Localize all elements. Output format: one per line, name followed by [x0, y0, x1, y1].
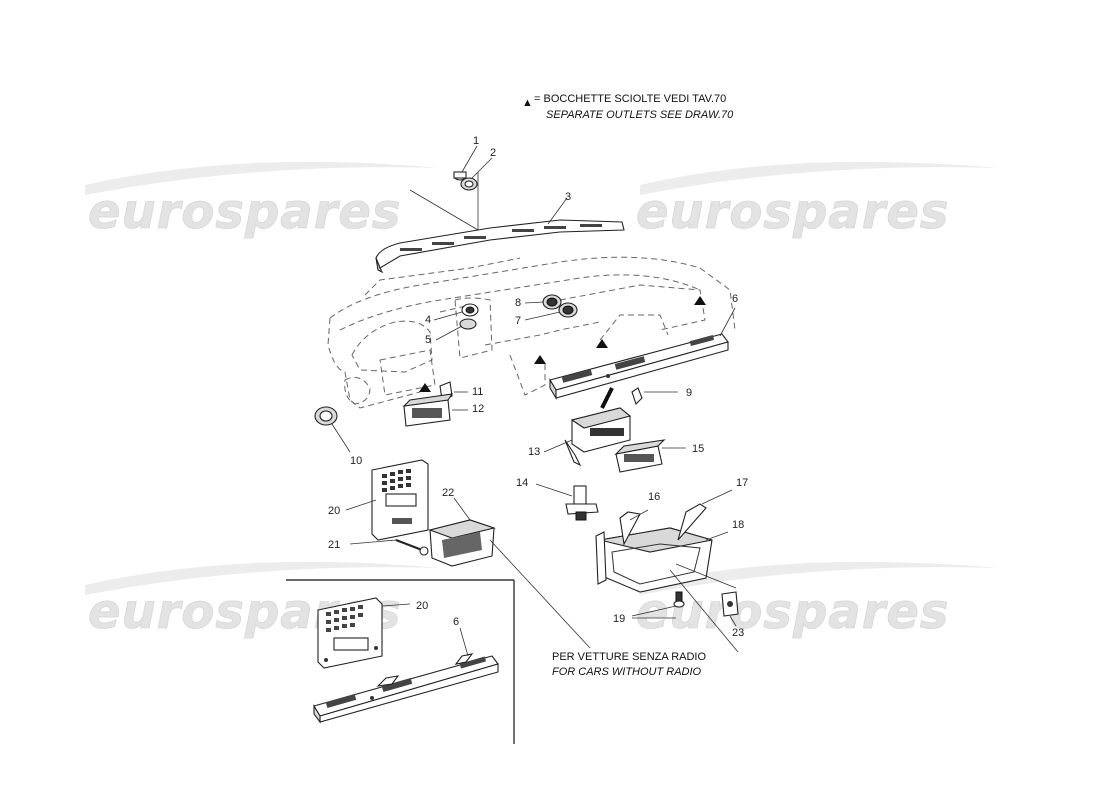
part-10-knob — [314, 406, 351, 453]
part-8-outlet — [542, 294, 562, 310]
part-13-bracket — [543, 387, 632, 467]
legend-text-english: SEPARATE OUTLETS SEE DRAW.70 — [546, 109, 734, 121]
triangle-icon: ▲ — [522, 97, 533, 109]
part-2-ring — [460, 177, 478, 191]
part-14-switch — [535, 483, 599, 521]
part-18-glovebox — [595, 489, 739, 653]
watermark-top-right: eurospares — [636, 161, 1000, 240]
triangle-markers — [419, 296, 706, 392]
callout-6: 6 — [732, 293, 738, 305]
part-23-latch — [721, 591, 739, 627]
svg-text:eurospares: eurospares — [636, 184, 950, 240]
svg-text:eurospares: eurospares — [88, 184, 402, 240]
note-text-italian: PER VETTURE SENZA RADIO — [552, 651, 706, 663]
part-22-tray — [428, 497, 591, 649]
callout-17: 17 — [736, 477, 748, 489]
callout-16: 16 — [648, 491, 660, 503]
callout-20: 20 — [328, 505, 340, 517]
callout-3: 3 — [565, 191, 571, 203]
callout-20-inset: 20 — [416, 600, 428, 612]
callout-12: 12 — [472, 403, 484, 415]
part-19-fastener — [631, 591, 685, 619]
callout-13: 13 — [528, 446, 540, 458]
part-15-vent — [614, 439, 686, 473]
part-9-clip — [631, 387, 678, 406]
legend: ▲ = BOCCHETTE SCIOLTE VEDI TAV.70 SEPARA… — [522, 93, 734, 121]
part-7-outlet — [558, 302, 578, 318]
callout-14: 14 — [516, 477, 528, 489]
callout-labels: 1 2 3 4 5 6 7 8 9 10 11 12 13 14 15 16 1… — [328, 135, 748, 639]
callout-6-inset: 6 — [453, 616, 459, 628]
part-20-radio-panel — [345, 459, 429, 541]
dashboard-outline — [327, 256, 736, 409]
part-3-defroster-vent — [375, 219, 625, 274]
callout-8: 8 — [515, 297, 521, 309]
callout-22: 22 — [442, 487, 454, 499]
svg-text:eurospares: eurospares — [636, 584, 950, 640]
part-1-outlet — [453, 171, 467, 181]
callout-15: 15 — [692, 443, 704, 455]
callout-11: 11 — [472, 386, 483, 398]
inset-part-6-vent-panel — [313, 627, 499, 724]
watermark-bottom-left: eurospares — [85, 561, 440, 640]
callout-7: 7 — [515, 315, 521, 327]
inset-part-20-panel — [317, 597, 411, 669]
callout-19: 19 — [613, 613, 625, 625]
callout-21: 21 — [328, 539, 340, 551]
callout-4: 4 — [425, 314, 431, 326]
callout-18: 18 — [732, 519, 744, 531]
watermark-bottom-right: eurospares — [636, 561, 1000, 640]
part-12-side-vent — [402, 393, 468, 427]
part-4-outlet — [461, 303, 479, 317]
callout-2: 2 — [490, 147, 496, 159]
part-21-screw — [349, 538, 429, 556]
legend-text-italian: = BOCCHETTE SCIOLTE VEDI TAV.70 — [534, 93, 726, 105]
callout-1: 1 — [473, 135, 479, 147]
part-6-vent-panel — [549, 333, 729, 400]
watermark-top-left: eurospares — [85, 161, 440, 240]
callout-9: 9 — [686, 387, 692, 399]
callout-23: 23 — [732, 627, 744, 639]
note-no-radio: PER VETTURE SENZA RADIO FOR CARS WITHOUT… — [552, 651, 706, 678]
part-5-bezel — [459, 318, 477, 330]
callout-10: 10 — [350, 455, 362, 467]
inset-frame — [286, 579, 515, 744]
note-text-english: FOR CARS WITHOUT RADIO — [552, 666, 702, 678]
callout-5: 5 — [425, 334, 431, 346]
